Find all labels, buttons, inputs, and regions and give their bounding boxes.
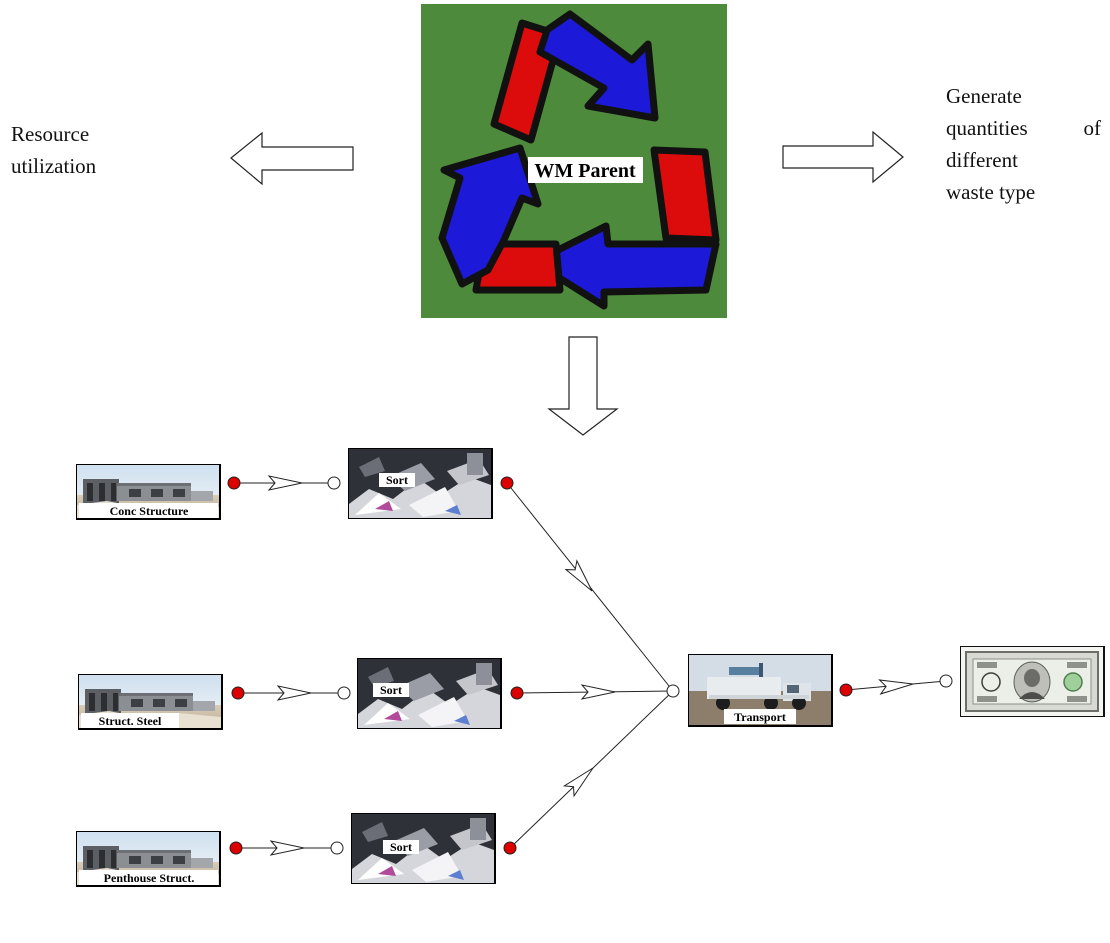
transport-output-port[interactable] [839,683,853,697]
node-struct-steel-label: Struct. Steel [99,714,162,728]
node-label-bg [383,840,419,854]
output-port[interactable] [500,476,514,490]
left-caption-line-2: utilization [11,154,97,178]
node-label-bg [373,683,409,697]
node-sort-1-label: Sort [386,473,408,487]
input-port[interactable] [327,476,341,490]
node-cost[interactable] [960,646,1105,717]
block-arrows [230,130,904,436]
input-port[interactable] [330,841,344,855]
node-struct-steel[interactable]: Struct. Steel [78,674,223,730]
flow-arrow-5 [580,684,616,700]
node-conc-structure[interactable]: Conc Structure [76,464,221,520]
output-port[interactable] [229,841,243,855]
flow-arrow-2 [276,685,312,701]
flow-arrow-6 [562,767,594,798]
node-label-bg [379,473,415,487]
flow-arrowheads [267,475,914,856]
left-caption: Resource utilization [11,118,96,182]
down-arrow [547,336,619,436]
output-port[interactable] [227,476,241,490]
node-sort-2-label: Sort [380,683,402,697]
right-arrow [782,130,904,184]
output-port[interactable] [231,686,245,700]
node-label-bg [81,713,179,728]
output-port[interactable] [510,686,524,700]
right-caption-line-2: quantities of [946,112,1101,144]
flow-arrow-3 [269,840,305,856]
wm-parent-label-bg [528,157,643,183]
left-caption-line-1: Resource [11,122,90,146]
node-label-bg [724,709,796,724]
output-port[interactable] [503,841,517,855]
right-caption-line-4: waste type [946,180,1036,204]
node-sort-3-label: Sort [390,840,412,854]
right-caption-word-of: of [1083,116,1102,140]
transport-input-port[interactable] [666,684,680,698]
input-port[interactable] [337,686,351,700]
dollar-bill-icon [960,646,1104,717]
left-arrow [230,131,354,186]
node-sort-2[interactable]: Sort [357,658,502,729]
node-transport[interactable]: Transport [688,654,833,727]
wm-parent-label: WM Parent [534,160,636,182]
flow-arrow-7 [878,679,914,695]
right-caption: Generate quantities of different waste t… [946,80,1101,208]
right-caption-line-1: Generate [946,84,1022,108]
node-label-bg [79,503,218,518]
ports [227,476,953,855]
flow-arrow-4 [564,559,593,592]
right-caption-word-quantities: quantities [946,116,1028,140]
connections [234,482,947,849]
node-conc-structure-label: Conc Structure [110,504,189,518]
right-caption-line-3: different [946,148,1018,172]
recycle-icon [438,10,720,310]
node-penthouse-struct[interactable]: Penthouse Struct. [76,831,221,887]
node-penthouse-struct-label: Penthouse Struct. [104,871,195,885]
flow-arrow-1 [267,475,303,491]
node-sort-3[interactable]: Sort [351,813,496,884]
node-sort-1[interactable]: Sort [348,448,493,519]
wm-parent-node[interactable]: WM Parent [421,4,727,318]
node-transport-label: Transport [734,710,786,724]
node-label-bg [79,870,218,885]
cost-input-port[interactable] [939,674,953,688]
